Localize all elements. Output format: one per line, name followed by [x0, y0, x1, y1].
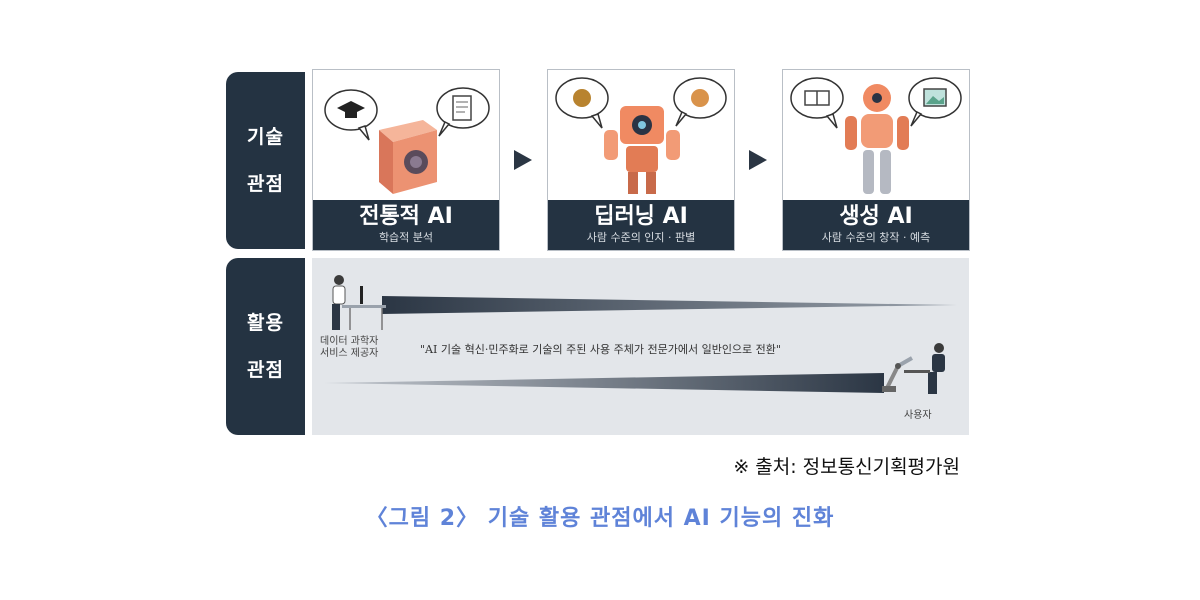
user-with-robot-icon — [882, 343, 945, 394]
usage-panel: 데이터 과학자 서비스 제공자 사용자 — [312, 258, 969, 435]
declining-expert-wedge — [382, 296, 957, 314]
traditional-ai-illustration — [324, 87, 490, 194]
card-deep-learning-ai: 딥러닝 AI 사람 수준의 인지 · 판별 — [547, 69, 735, 251]
generative-ai-title: 생성 AI — [839, 204, 913, 229]
traditional-ai-subtitle: 학습적 분석 — [378, 231, 434, 244]
usage-graphic — [324, 275, 957, 394]
user-label: 사용자 — [904, 410, 932, 421]
expert-label-line2: 서비스 제공자 — [320, 348, 379, 359]
use-view-line1: 활용 — [247, 311, 284, 334]
deep-learning-ai-subtitle: 사람 수준의 인지 · 판별 — [586, 231, 696, 244]
deep-learning-ai-band: 딥러닝 AI 사람 수준의 인지 · 판별 — [548, 200, 734, 250]
card-generative-ai: 생성 AI 사람 수준의 창작 · 예측 — [782, 69, 970, 251]
generative-ai-illustration — [790, 77, 962, 194]
expert-label-line1: 데이터 과학자 — [320, 336, 379, 347]
generative-ai-subtitle: 사람 수준의 창작 · 예측 — [821, 231, 931, 244]
tech-view-label: 기술 관점 — [226, 72, 305, 249]
document-icon — [452, 95, 472, 121]
use-view-line2: 관점 — [247, 358, 284, 381]
deep-learning-ai-title: 딥러닝 AI — [594, 204, 688, 229]
figure-caption: 〈그림 2〉 기술 활용 관점에서 AI 기능의 진화 — [365, 506, 835, 531]
use-view-label: 활용 관점 — [226, 258, 305, 435]
cat-icon — [691, 89, 709, 107]
dog-icon — [573, 89, 591, 107]
arrow-right-icon — [749, 150, 767, 170]
expert-at-desk-icon — [332, 275, 386, 330]
traditional-ai-band: 전통적 AI 학습적 분석 — [313, 200, 499, 250]
expert-label: 데이터 과학자 서비스 제공자 — [320, 336, 378, 360]
generative-ai-band: 생성 AI 사람 수준의 창작 · 예측 — [783, 200, 969, 250]
graduation-cap-icon — [337, 101, 365, 115]
arrow-right-icon — [514, 150, 532, 170]
source-note: ※ 출처: 정보통신기획평가원 — [733, 456, 960, 478]
traditional-ai-title: 전통적 AI — [359, 204, 453, 229]
rising-user-wedge — [324, 373, 884, 393]
card-traditional-ai: 전통적 AI 학습적 분석 — [312, 69, 500, 251]
tech-view-line2: 관점 — [247, 172, 284, 195]
tech-view-line1: 기술 — [247, 125, 284, 148]
deep-learning-ai-illustration — [555, 77, 727, 194]
transition-quote: "AI 기술 혁신·민주화로 기술의 주된 사용 주체가 전문가에서 일반인으로… — [420, 343, 781, 356]
